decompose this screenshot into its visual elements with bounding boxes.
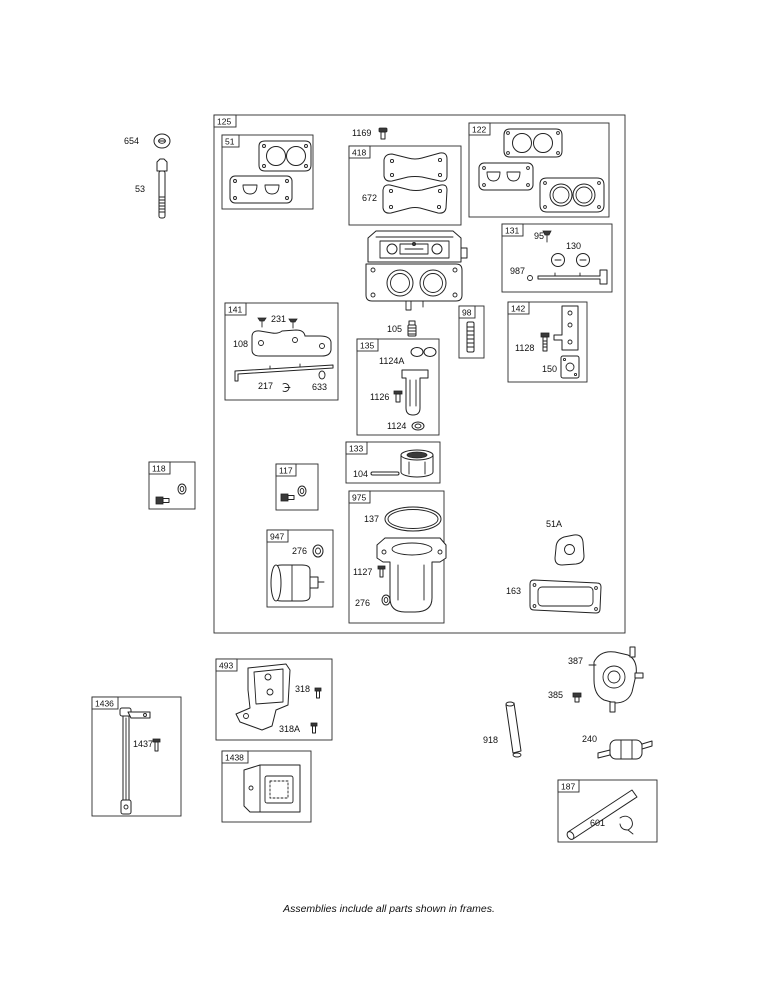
part-51-gaskets [229, 140, 312, 204]
frame-118: 118 [148, 461, 196, 510]
frame-493: 493 [215, 658, 333, 741]
callout-130: 130 [566, 241, 581, 251]
callout-1124A: 1124A [379, 356, 404, 366]
callout-318A: 318A [279, 724, 300, 734]
caption: Assemblies include all parts shown in fr… [282, 903, 495, 915]
frame-418: 418 [348, 145, 462, 226]
part-142-kit [540, 305, 580, 379]
callout-318: 318 [295, 684, 310, 694]
part-131-kit [527, 230, 608, 285]
frame-117: 117 [275, 463, 319, 511]
callout-1127: 1127 [353, 567, 372, 577]
part-51A-gasket [554, 534, 585, 566]
callout-104: 104 [353, 469, 368, 479]
callout-276-bowl: 276 [355, 598, 370, 608]
frame-135-label: 135 [360, 341, 374, 351]
frame-125-label: 125 [217, 117, 231, 127]
frame-135: 135 [356, 338, 440, 436]
frame-142: 142 [507, 301, 588, 383]
frame-51-label: 51 [225, 137, 235, 147]
frame-141-label: 141 [228, 305, 242, 315]
frame-122-label: 122 [472, 125, 486, 135]
frame-187: 187 [557, 779, 658, 843]
frame-117-label: 117 [279, 466, 293, 476]
part-141-kit [234, 317, 334, 392]
frame-51: 51 [221, 134, 314, 210]
part-672-gaskets [382, 152, 448, 214]
callout-918: 918 [483, 735, 498, 745]
frame-418-label: 418 [352, 148, 366, 158]
frame-142-label: 142 [511, 304, 525, 314]
callout-108: 108 [233, 339, 248, 349]
part-387-fuel-pump [588, 646, 644, 713]
callout-51A: 51A [546, 519, 562, 529]
frame-1436-label: 1436 [95, 699, 114, 709]
part-918-hose [505, 701, 522, 758]
callout-1169: 1169 [352, 128, 371, 138]
callout-1437: 1437 [133, 739, 153, 749]
callout-150: 150 [542, 364, 557, 374]
callout-95: 95 [534, 231, 544, 241]
frame-125: 125 [213, 114, 626, 634]
callout-1124: 1124 [387, 421, 406, 431]
callout-633: 633 [312, 382, 327, 392]
callout-105: 105 [387, 324, 402, 334]
part-118-kit [155, 483, 187, 505]
frame-1438-label: 1438 [225, 753, 244, 763]
frame-98-label: 98 [462, 308, 472, 318]
callout-1128: 1128 [515, 343, 534, 353]
part-385-screw [572, 692, 582, 703]
callout-601: 601 [590, 818, 605, 828]
callout-672: 672 [362, 193, 377, 203]
part-493-bracket [235, 663, 322, 734]
part-135-kit [393, 347, 437, 431]
frame-493-label: 493 [219, 661, 233, 671]
frame-1436: 1436 [91, 696, 182, 817]
part-105-jet [407, 320, 417, 337]
frame-947: 947 [266, 529, 334, 608]
part-53 [156, 158, 168, 219]
callout-987: 987 [510, 266, 525, 276]
part-98 [466, 321, 475, 353]
callout-385: 385 [548, 690, 563, 700]
part-1169-screw [378, 127, 388, 140]
frame-1438: 1438 [221, 750, 312, 823]
frame-947-label: 947 [270, 532, 284, 542]
frame-131-label: 131 [505, 226, 519, 236]
callout-276-solenoid: 276 [292, 546, 307, 556]
frame-131: 131 [501, 223, 613, 293]
callout-217: 217 [258, 381, 273, 391]
part-117-kit [280, 485, 307, 502]
part-1436-dipstick [119, 707, 161, 815]
callout-231: 231 [271, 314, 286, 324]
carburetor-body [365, 230, 468, 311]
part-187-hose [566, 789, 638, 840]
callout-53: 53 [135, 184, 145, 194]
frame-141: 141 [224, 302, 339, 401]
frame-133: 133 [345, 441, 441, 484]
callout-163: 163 [506, 586, 521, 596]
frame-122: 122 [468, 122, 610, 218]
callout-240: 240 [582, 734, 597, 744]
part-133-kit [370, 449, 434, 478]
frame-133-label: 133 [349, 444, 363, 454]
part-1438 [243, 764, 301, 813]
callout-137: 137 [364, 514, 379, 524]
part-975-bowl [376, 506, 447, 613]
part-122-gaskets [478, 128, 605, 213]
callout-1126: 1126 [370, 392, 389, 402]
part-240-fuel-filter [597, 739, 653, 760]
part-654 [153, 133, 171, 149]
part-163-gasket [529, 579, 602, 614]
callout-387: 387 [568, 656, 583, 666]
frame-187-label: 187 [561, 782, 575, 792]
frame-98: 98 [458, 305, 485, 359]
callout-654: 654 [124, 136, 139, 146]
frame-118-label: 118 [152, 464, 166, 474]
part-947-solenoid [270, 544, 325, 602]
frame-975-label: 975 [352, 493, 366, 503]
